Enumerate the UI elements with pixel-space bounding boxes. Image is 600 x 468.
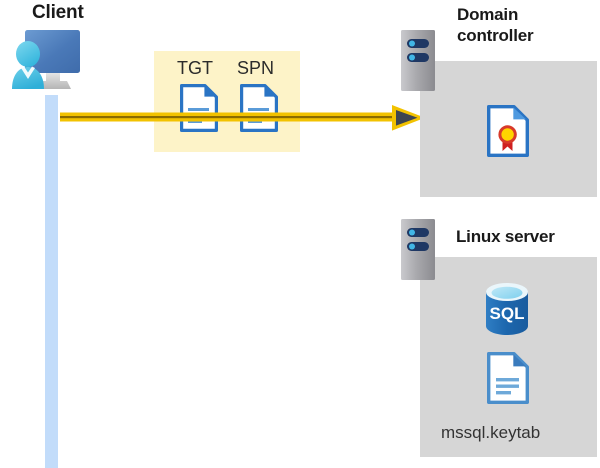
token-highlight-box: [154, 51, 300, 152]
domain-controller-title: Domain controller: [457, 5, 534, 45]
certificate-document-icon: [487, 105, 529, 157]
spn-label: SPN: [237, 58, 275, 78]
sql-icon-text: SQL: [490, 304, 525, 323]
client-lifeline-bar: [45, 95, 58, 468]
tgt-label: TGT: [177, 58, 213, 78]
client-to-domain-controller-arrow: [60, 104, 425, 132]
keytab-document-icon: [487, 352, 529, 404]
user-computer-icon: [6, 25, 94, 95]
domain-controller-server-rack-icon: [401, 30, 435, 91]
client-title: Client: [32, 2, 84, 23]
sql-database-icon: SQL: [483, 281, 531, 337]
keytab-filename-label: mssql.keytab: [441, 423, 541, 442]
linux-server-rack-icon: [401, 219, 435, 280]
linux-server-title: Linux server: [456, 227, 555, 246]
